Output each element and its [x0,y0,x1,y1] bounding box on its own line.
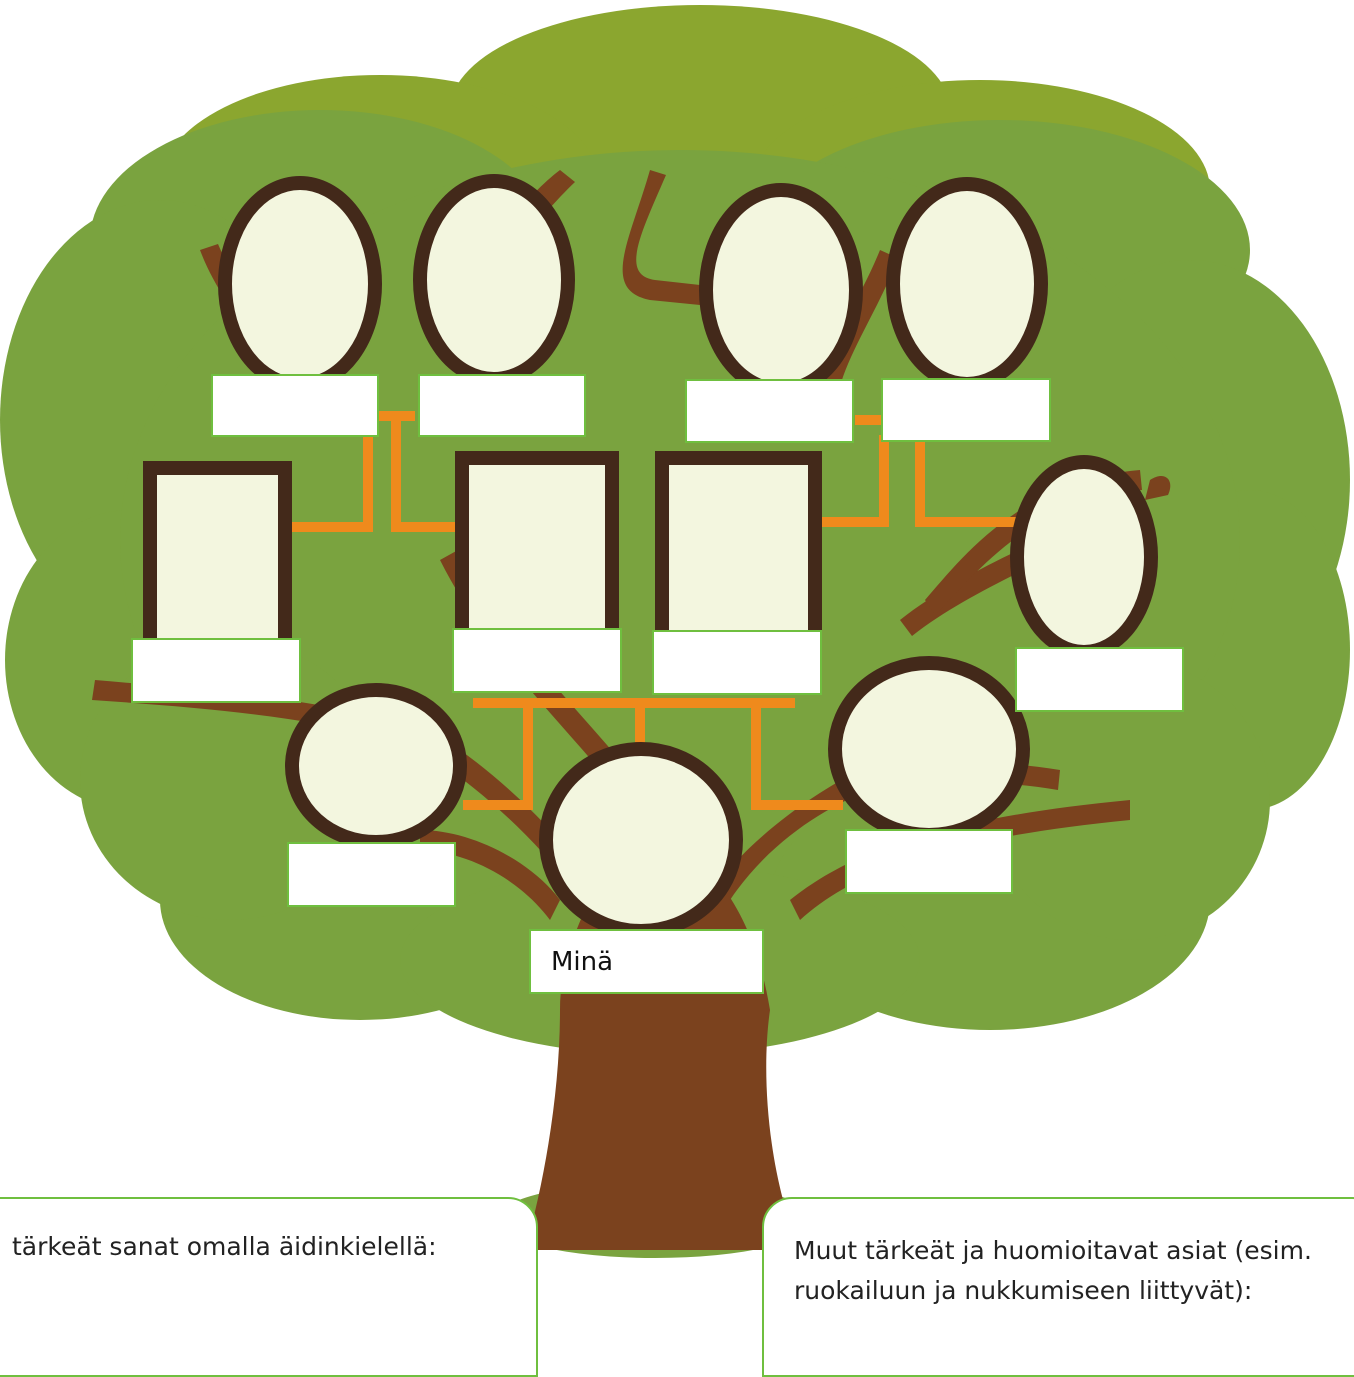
parent-1-frame [455,451,619,660]
other-important-things-label-line2: ruokailuun ja nukkumiseen liittyvät): [794,1276,1253,1305]
other-important-things-label-line1: Muut tärkeät ja huomioitavat asiat (esim… [794,1236,1312,1265]
parent-2-frame [655,451,822,660]
relative-right-frame [1010,455,1158,659]
grandparent-4-name-box[interactable] [881,378,1051,442]
relative-left-name-box[interactable] [131,638,301,703]
me-label: Minä [551,947,614,977]
sibling-right-name-box[interactable] [845,829,1013,894]
me-name-box[interactable]: Minä [529,929,764,994]
grandparent-3-frame [699,183,863,397]
grandparent-2-frame [413,174,575,386]
portrait-frames [143,174,1158,938]
grandparent-2-name-box[interactable] [418,374,586,437]
important-words-label: tärkeät sanat omalla äidinkielellä: [12,1232,437,1261]
relative-right-name-box[interactable] [1015,647,1184,712]
parent-2-name-box[interactable] [652,630,822,695]
relative-left-frame [143,461,292,655]
other-important-things-note[interactable]: Muut tärkeät ja huomioitavat asiat (esim… [762,1197,1354,1377]
sibling-left-frame [285,683,467,849]
parent-1-name-box[interactable] [452,628,622,693]
grandparent-1-frame [218,176,382,392]
me-frame [539,742,743,938]
grandparent-1-name-box[interactable] [211,374,379,437]
important-words-note[interactable]: tärkeät sanat omalla äidinkielellä: [0,1197,538,1377]
family-tree-diagram [0,5,1350,1258]
grandparent-4-frame [886,177,1048,391]
grandparent-3-name-box[interactable] [685,379,854,443]
sibling-right-frame [828,656,1030,842]
sibling-left-name-box[interactable] [287,842,456,907]
connector-lines [288,411,1017,810]
